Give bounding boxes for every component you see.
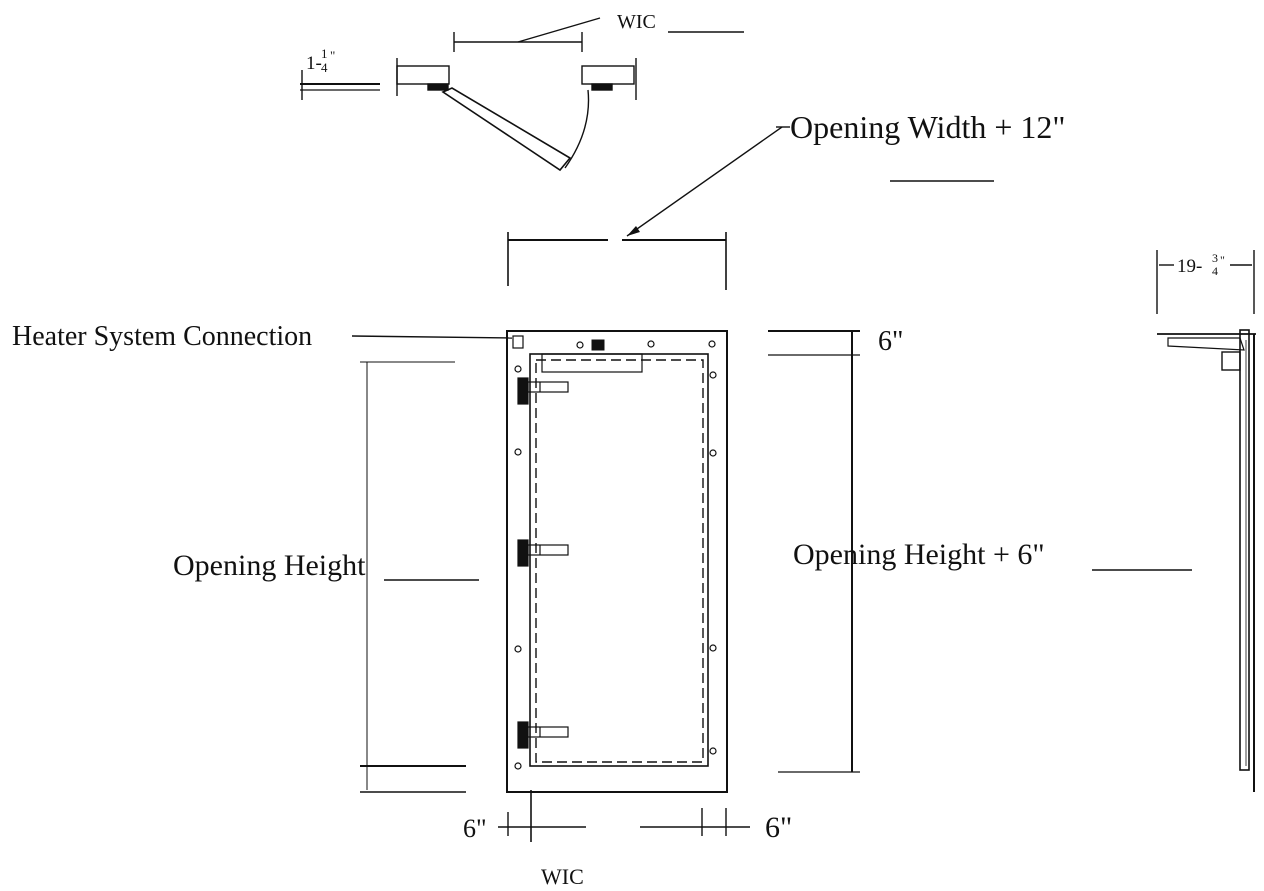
bolt-hole [576, 341, 584, 349]
bolt-hole [647, 340, 655, 348]
hinge-top [517, 377, 569, 405]
bolt-hole [709, 644, 717, 652]
heater-leader [351, 335, 513, 339]
frame-outer [506, 330, 728, 793]
thickness-numerator: 1 [321, 46, 328, 61]
depth-unit: " [1220, 253, 1225, 267]
swing-arc [564, 89, 590, 169]
width-dimension [507, 126, 994, 290]
wic-leader [517, 17, 601, 43]
depth-denominator: 4 [1212, 264, 1218, 278]
jamb-right [581, 65, 635, 85]
closer-mechanism [591, 339, 605, 351]
hinge-leaf [517, 721, 529, 749]
thickness-whole: 1- [306, 53, 322, 74]
width-leader-arrow [627, 226, 640, 236]
bottom-wic-label: WIC [541, 864, 584, 889]
front-elevation [506, 330, 728, 793]
opening-width-label: Opening Width + 12" [790, 109, 1065, 145]
thickness-unit: " [330, 48, 335, 63]
hinge-bottom [517, 721, 569, 749]
hinge-middle [517, 539, 569, 567]
bolt-hole [514, 365, 522, 373]
hinge-leaf [517, 377, 529, 405]
heater-connection-box [512, 335, 524, 349]
frame-bolts [514, 340, 717, 770]
door-panel [529, 353, 709, 767]
hinge-leaf [517, 539, 529, 567]
bolt-hole [514, 448, 522, 456]
thickness-denominator: 4 [321, 60, 328, 75]
side-door-panel [1239, 329, 1250, 771]
bolt-hole [709, 747, 717, 755]
side-closer-body [1221, 351, 1241, 371]
width-leader [626, 126, 783, 237]
latch-plan [591, 83, 613, 91]
top-wic-label: WIC [617, 11, 656, 33]
elevation-dimensions [351, 330, 1192, 842]
labels: WIC 1- 1 4 " Opening Width + 12" Heater … [12, 11, 1225, 889]
bolt-hole [708, 340, 716, 348]
bottom-left-six-label: 6" [463, 814, 487, 843]
depth-numerator: 3 [1212, 251, 1218, 265]
side-closer-arm [1167, 337, 1245, 351]
depth-whole: 19- [1177, 256, 1202, 277]
bolt-hole [514, 645, 522, 653]
heater-connection-label: Heater System Connection [12, 321, 312, 352]
bottom-right-six-label: 6" [765, 811, 792, 844]
bolt-hole [709, 371, 717, 379]
hinge-barrel [527, 544, 569, 556]
bolt-hole [709, 449, 717, 457]
side-view [1156, 250, 1256, 792]
hinge-barrel [527, 726, 569, 738]
hinge-plan [427, 83, 449, 91]
jamb-left [396, 65, 450, 85]
bolt-hole [514, 762, 522, 770]
door-leaf-open [441, 87, 572, 172]
hinge-barrel [527, 381, 569, 393]
closer-box [541, 353, 643, 373]
top-six-label: 6" [878, 326, 903, 357]
opening-height-label: Opening Height [173, 549, 366, 582]
door-gasket [535, 359, 704, 763]
plan-view [300, 17, 744, 172]
opening-height-plus-label: Opening Height + 6" [793, 538, 1045, 571]
